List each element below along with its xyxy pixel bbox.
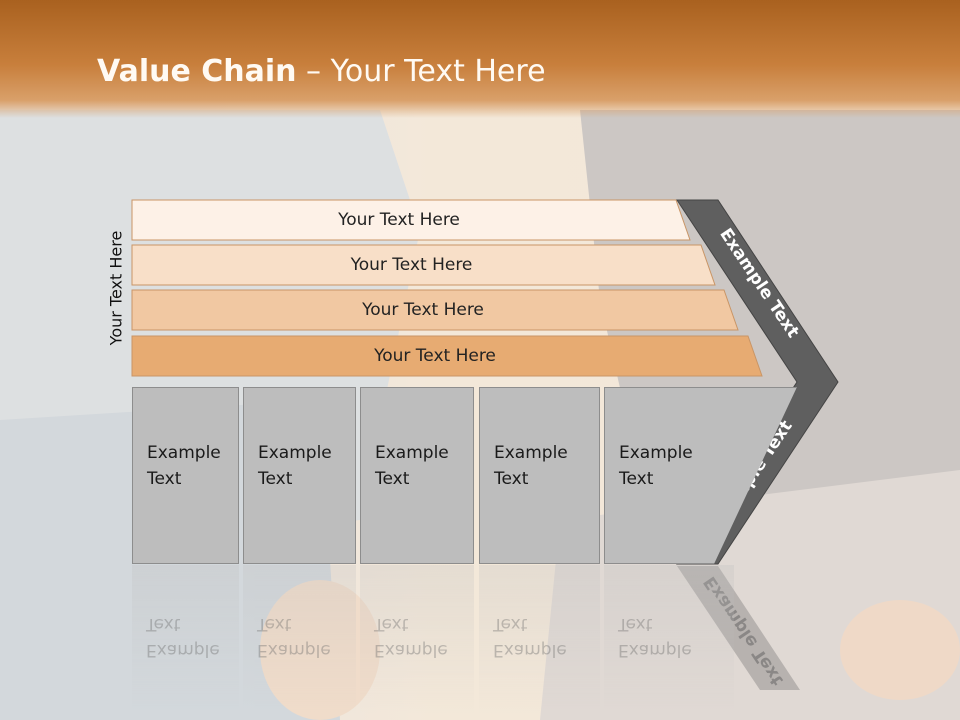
reflection-text-line2: Text [257, 614, 292, 634]
value-bar-label-4: Your Text Here [132, 336, 762, 376]
reflection-text-line2: Text [374, 614, 409, 634]
reflection-text-line1: Example [493, 640, 567, 660]
reflection-text-line2: Text [493, 614, 528, 634]
column-reflection-3: Example Text [360, 565, 474, 715]
bar-text: Your Text Here [374, 346, 496, 366]
bar-text: Your Text Here [338, 210, 460, 230]
reflection-text-line2: Text [618, 614, 653, 634]
column-text-line2: Text [494, 469, 529, 489]
chevron-arrow [676, 199, 839, 565]
value-bar-3 [131, 289, 739, 331]
value-bar-label-1: Your Text Here [132, 200, 690, 240]
column-reflection-2: Example Text [243, 565, 356, 715]
reflection-text-line1: Example [146, 640, 220, 660]
column-text-line1: Example [494, 443, 568, 463]
reflection-text-line1: Example [374, 640, 448, 660]
header-band [0, 0, 960, 118]
reflection-text-line1: Example [257, 640, 331, 660]
column-text-line2: Text [258, 469, 293, 489]
chevron-reflection [677, 566, 800, 690]
title-bold: Value Chain [97, 54, 297, 89]
bar-text: Your Text Here [350, 255, 473, 275]
value-bar-label-2: Your Text Here [132, 245, 715, 285]
value-bar-2 [131, 244, 716, 286]
title-rest: – Your Text Here [296, 54, 546, 89]
bar-text: Your Text Here [362, 300, 484, 320]
column-text-line1: Example [258, 443, 332, 463]
column-reflection-1: Example Text [132, 565, 239, 715]
column-reflection-5: Example Text [604, 565, 734, 715]
value-bar-4 [131, 335, 763, 377]
column-text-line1: Example [375, 443, 449, 463]
column-reflection-4: Example Text [479, 565, 600, 715]
column-text-line2: Text [619, 469, 654, 489]
reflection-text-line1: Example [618, 640, 692, 660]
value-bar-label-3: Your Text Here [132, 290, 738, 330]
column-text-line2: Text [375, 469, 410, 489]
column-text-line1: Example [619, 443, 693, 463]
column-text-line1: Example [147, 443, 221, 463]
page-title: Value Chain – Your Text Here [97, 54, 546, 89]
column-text-line2: Text [147, 469, 182, 489]
value-bar-1 [131, 199, 691, 241]
reflection-text-line2: Text [146, 614, 181, 634]
